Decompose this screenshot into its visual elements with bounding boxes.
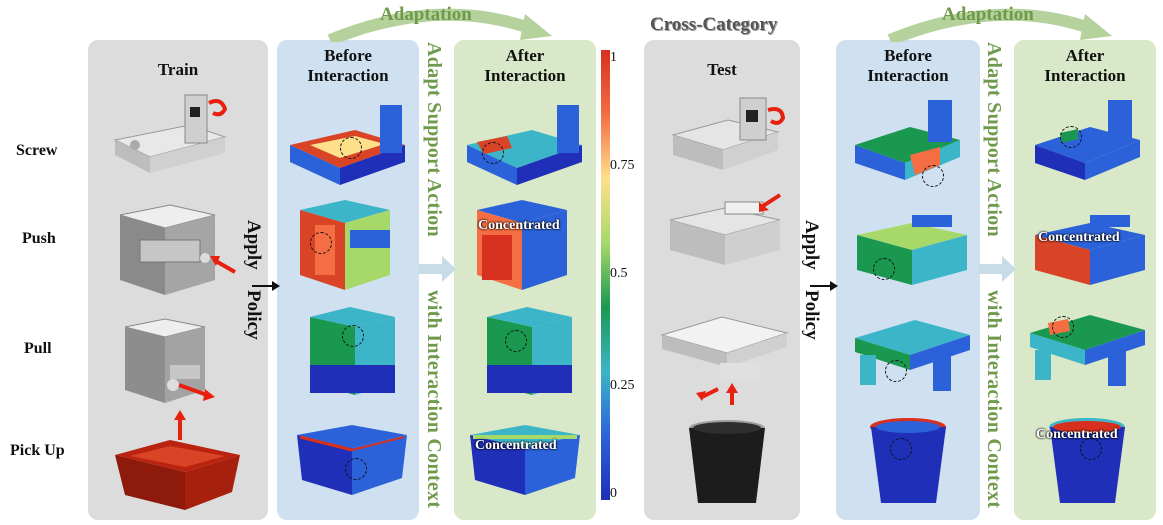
adapt-arrow-right [978,256,1016,282]
after-left-pull-heatmap [487,307,572,395]
after-right-screw-heatmap [1035,100,1140,180]
contact-point-circle [345,458,367,480]
contact-point-circle [310,232,332,254]
after-right-pickup-heatmap [1049,418,1125,503]
adapt-support-action-left: Adapt Support Action [423,42,445,237]
apply-label-right: Apply [801,220,822,270]
before-right-pickup-heatmap [870,418,946,503]
after-right-title: After Interaction [1044,46,1126,85]
test-push-object [669,193,782,265]
colorbar-tick: 0.25 [610,378,635,393]
apply-arrow-left [252,281,280,291]
cross-category-label: Cross-Category [650,14,778,35]
train-push-object [119,204,236,295]
adapt-arrow-left [418,256,456,282]
row-label-pull: Pull [24,340,52,357]
colorbar [601,50,610,500]
adaptation-label-left: Adaptation [380,4,472,25]
before-left-pickup-heatmap [297,425,407,495]
test-pull-object [660,316,789,405]
contact-point-circle [873,258,895,280]
contact-point-circle [1052,316,1074,338]
policy-label-left: Policy [243,290,264,340]
row-label-screw: Screw [16,142,58,159]
test-pickup-object [689,420,765,503]
before-right-push-heatmap [857,215,967,285]
colorbar-tick: 0 [610,486,617,501]
after-right-pull-heatmap [1030,315,1145,386]
before-right-screw-heatmap [855,100,960,180]
contact-point-circle [890,438,912,460]
train-screw-object [113,94,228,173]
concentrated-label: Concentrated [475,438,557,453]
after-left-screw-heatmap [467,105,582,185]
test-title: Test [707,60,737,79]
after-left-pickup-heatmap [470,425,580,495]
after-left-title: After Interaction [484,46,566,85]
contact-point-circle [1080,438,1102,460]
concentrated-label: Concentrated [1038,230,1120,245]
colorbar-tick: 1 [610,50,617,65]
adaptation-arc-left [327,8,552,42]
before-left-pull-heatmap [310,307,395,395]
contact-point-circle [1060,126,1082,148]
contact-point-circle [922,165,944,187]
train-title: Train [157,60,199,79]
after-left-push-heatmap [477,200,567,290]
with-interaction-context-right: with Interaction Context [983,290,1005,509]
row-label-push: Push [22,230,56,247]
contact-point-circle [482,142,504,164]
test-screw-object [671,97,786,170]
train-pickup-object [115,410,240,510]
before-right-pull-heatmap [855,320,970,391]
colorbar-tick: 0.75 [610,158,635,173]
before-right-title: Before Interaction [867,46,949,85]
colorbar-tick: 0.5 [610,266,628,281]
row-label-pick-up: Pick Up [10,442,65,459]
contact-point-circle [505,330,527,352]
apply-label-left: Apply [243,220,264,270]
before-left-title: Before Interaction [307,46,389,85]
after-right-push-heatmap [1035,215,1145,285]
contact-point-circle [342,325,364,347]
train-pull-object [124,318,215,403]
adaptation-arc-right [887,8,1112,42]
adapt-support-action-right: Adapt Support Action [983,42,1005,237]
contact-point-circle [885,360,907,382]
contact-point-circle [340,137,362,159]
apply-arrow-right [810,281,838,291]
concentrated-label: Concentrated [1036,427,1118,442]
with-interaction-context-left: with Interaction Context [423,290,445,509]
concentrated-label: Concentrated [478,218,560,233]
policy-label-right: Policy [801,290,822,340]
adaptation-label-right: Adaptation [942,4,1034,25]
